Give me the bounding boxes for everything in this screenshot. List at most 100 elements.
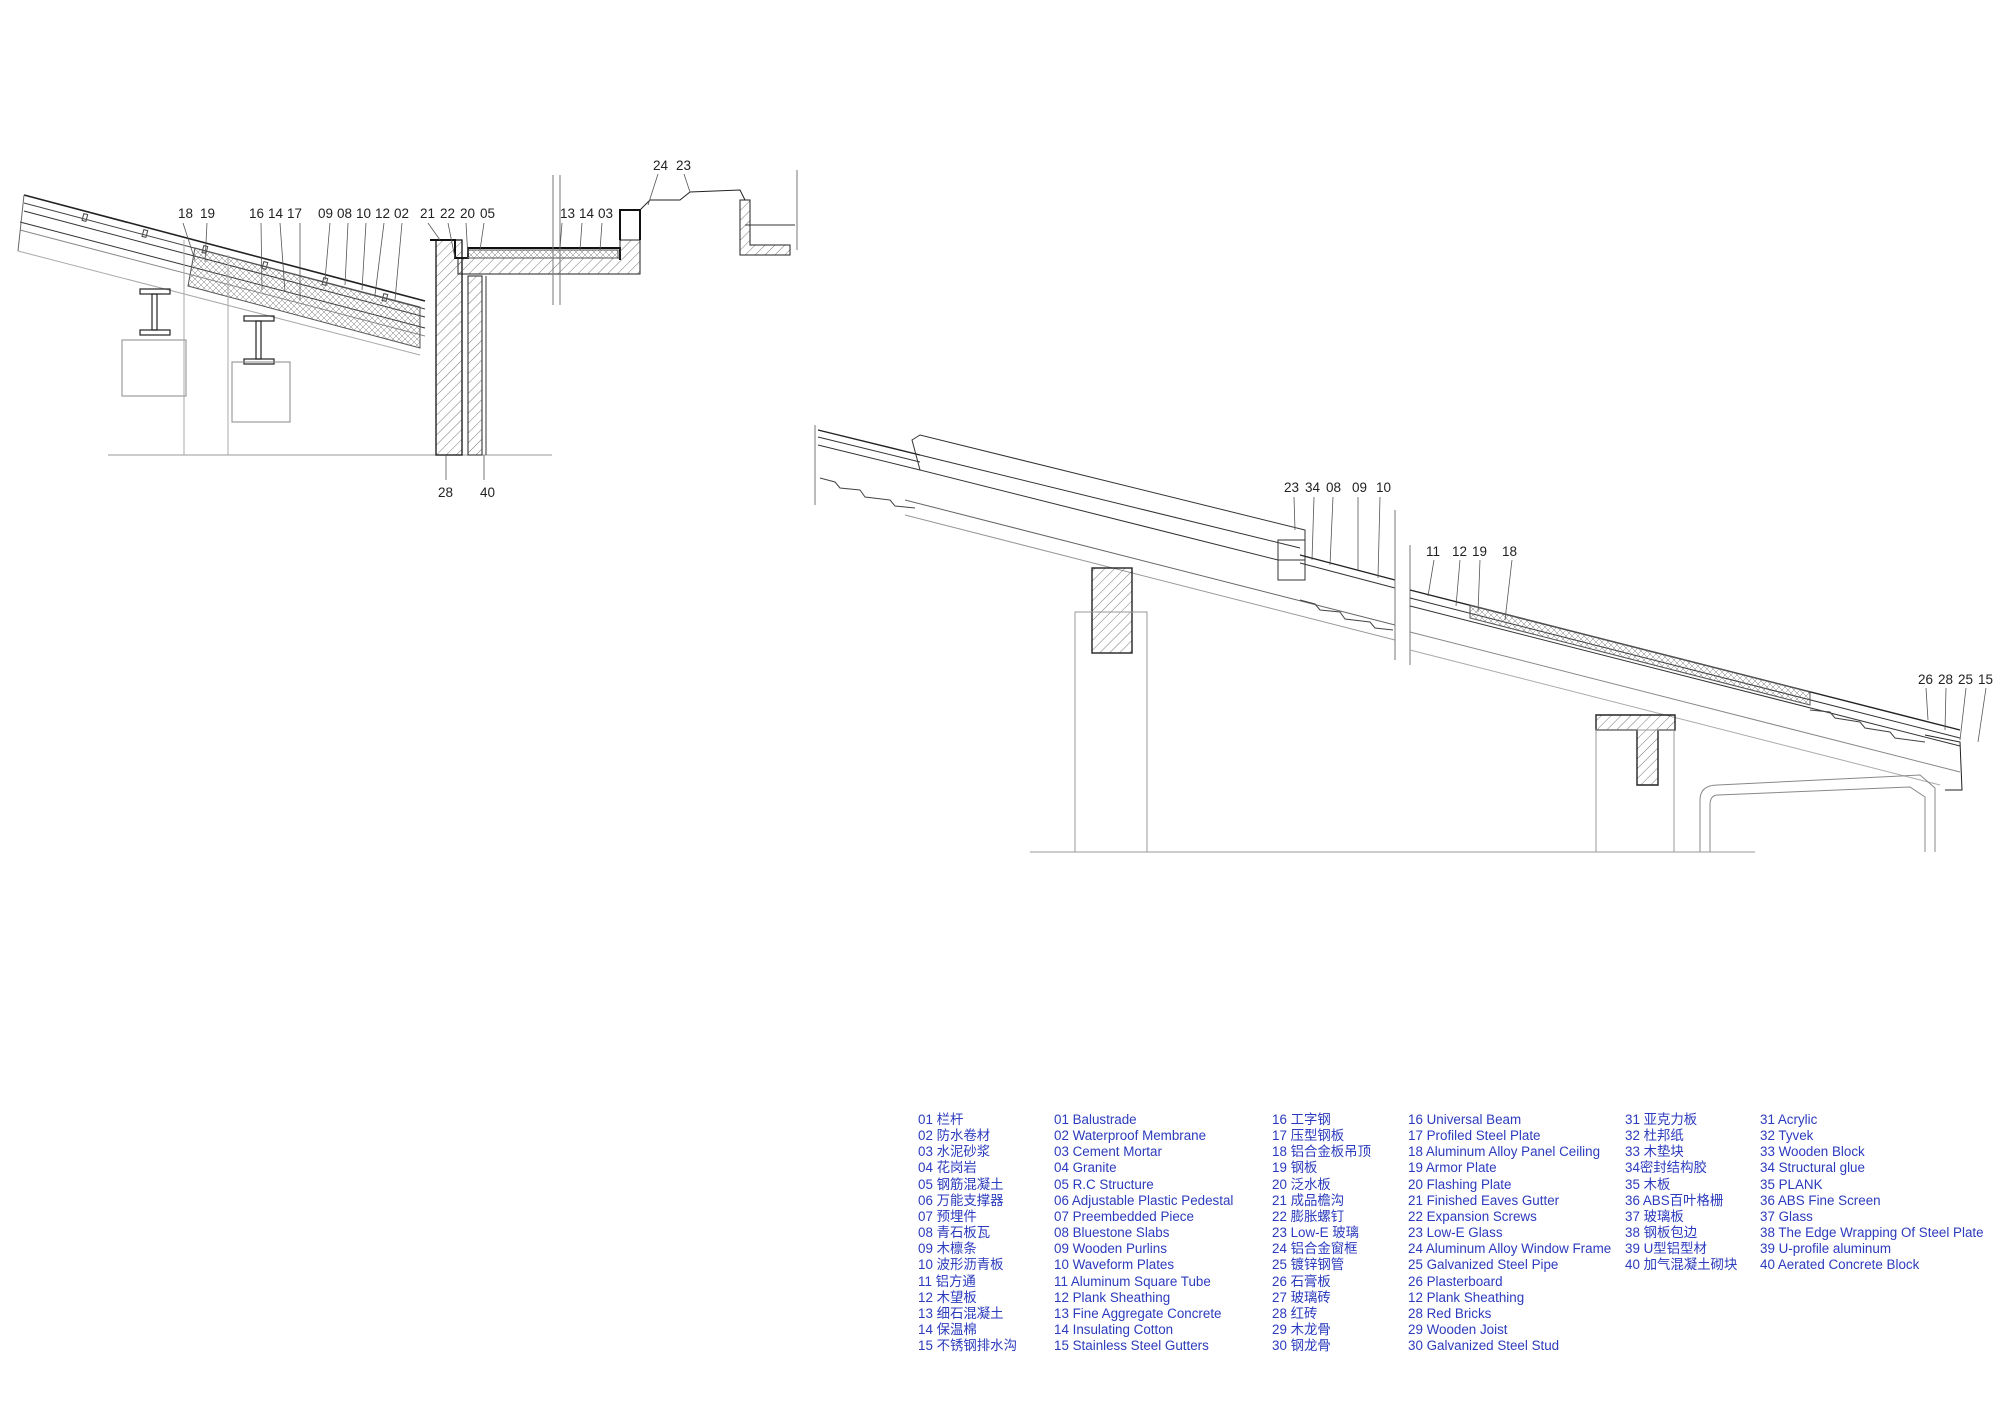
legend-item: 23 Low-E Glass [1408,1225,1503,1241]
legend-item: 08 青石板瓦 [918,1225,991,1241]
callout-label: 18 [1502,544,1517,559]
legend-item: 17 压型钢板 [1272,1128,1345,1144]
legend-item: 29 Wooden Joist [1408,1322,1508,1338]
legend-item: 38 钢板包边 [1625,1225,1698,1241]
legend-item: 13 细石混凝土 [918,1305,1004,1321]
legend-item: 26 Plasterboard [1408,1273,1503,1289]
callout-label: 19 [200,206,215,221]
legend-item: 19 Armor Plate [1408,1160,1497,1176]
callout-label: 28 [1938,672,1953,687]
legend-item: 04 花岗岩 [918,1160,977,1176]
legend-item: 33 木垫块 [1625,1144,1684,1160]
legend-column-cn-31-40: 31 亚克力板 32 杜邦纸 33 木垫块 34密封结构胶 35 木板 36 A… [1625,1112,1737,1274]
callout-label: 14 [268,206,284,221]
legend-item: 28 Red Bricks [1408,1305,1492,1321]
callout-label: 18 [178,206,193,221]
legend-item: 09 木檩条 [918,1241,977,1257]
legend-item: 19 钢板 [1272,1160,1318,1176]
callout-label: 28 [438,485,453,500]
legend-column-en-31-40: 31 Acrylic 32 Tyvek 33 Wooden Block 34 S… [1760,1112,1984,1274]
legend-item: 05 R.C Structure [1054,1176,1154,1192]
callout-label: 23 [676,158,691,173]
callout-label: 19 [1472,544,1487,559]
legend-item: 36 ABS百叶格栅 [1625,1192,1724,1208]
callout-label: 21 [420,206,435,221]
legend-item: 23 Low-E 玻璃 [1272,1225,1360,1241]
legend-item: 01 Balustrade [1054,1112,1137,1127]
legend-item: 39 U-profile aluminum [1760,1241,1891,1257]
legend-item: 02 Waterproof Membrane [1054,1128,1207,1144]
callout-label: 08 [337,206,352,221]
legend-column-cn-16-30: 16 工字钢 17 压型钢板 18 铝合金板吊顶 19 钢板 20 泛水板 21… [1272,1112,1371,1354]
legend-item: 35 木板 [1625,1176,1671,1192]
legend-item: 16 Universal Beam [1408,1112,1522,1127]
callout-label: 12 [375,206,390,221]
legend-item: 18 Aluminum Alloy Panel Ceiling [1408,1144,1601,1160]
callout-label: 16 [249,206,264,221]
legend-item: 01 栏杆 [918,1112,964,1127]
legend-item: 09 Wooden Purlins [1054,1241,1167,1257]
legend-item: 34 Structural glue [1760,1160,1865,1176]
legend-item: 40 加气混凝土砌块 [1625,1257,1738,1273]
legend-item: 37 Glass [1760,1208,1813,1224]
callout-label: 17 [287,206,302,221]
callout-label: 13 [560,206,575,221]
legend-item: 31 Acrylic [1760,1112,1818,1127]
callout-label: 24 [653,158,669,173]
callout-label: 11 [1426,544,1440,559]
legend-item: 33 Wooden Block [1760,1144,1865,1160]
callout-label: 10 [1376,480,1391,495]
legend-item: 03 Cement Mortar [1054,1144,1162,1160]
legend-item: 30 钢龙骨 [1272,1338,1331,1354]
callout-label: 26 [1918,672,1933,687]
legend-item: 40 Aerated Concrete Block [1760,1257,1920,1273]
callout-label: 40 [480,485,495,500]
callout-label: 15 [1978,672,1993,687]
legend-item: 15 Stainless Steel Gutters [1054,1338,1209,1354]
legend-column-cn-01-15: 01 栏杆 02 防水卷材 03 水泥砂浆 04 花岗岩 05 钢筋混凝土 06… [918,1112,1017,1354]
legend-item: 06 万能支撑器 [918,1192,1004,1208]
legend-item: 15 不锈钢排水沟 [918,1338,1017,1354]
legend-item: 20 泛水板 [1272,1176,1331,1192]
legend-item: 24 铝合金窗框 [1272,1241,1358,1257]
callout-label: 02 [394,206,409,221]
legend-column-en-16-30: 16 Universal Beam 17 Profiled Steel Plat… [1408,1112,1611,1354]
legend-item: 30 Galvanized Steel Stud [1408,1338,1560,1354]
legend-item: 03 水泥砂浆 [918,1144,991,1160]
legend-item: 13 Fine Aggregate Concrete [1054,1305,1222,1321]
legend-item: 37 玻璃板 [1625,1208,1684,1224]
callout-label: 20 [460,206,475,221]
legend-column-en-01-15: 01 Balustrade 02 Waterproof Membrane 03 … [1054,1112,1233,1354]
legend-item: 24 Aluminum Alloy Window Frame [1408,1241,1612,1257]
legend-item: 11 铝方通 [918,1273,976,1289]
legend-item: 21 成品檐沟 [1272,1192,1345,1208]
legend-item: 06 Adjustable Plastic Pedestal [1054,1192,1234,1208]
legend-item: 05 钢筋混凝土 [918,1176,1004,1192]
legend-item: 25 镀锌钢管 [1272,1257,1345,1273]
legend-item: 14 Insulating Cotton [1054,1322,1174,1338]
legend-item: 22 Expansion Screws [1408,1208,1537,1224]
legend-item: 08 Bluestone Slabs [1054,1225,1170,1241]
legend-item: 26 石膏板 [1272,1273,1331,1289]
legend-item: 35 PLANK [1760,1176,1823,1192]
legend-item: 29 木龙骨 [1272,1322,1331,1338]
legend-item: 31 亚克力板 [1625,1112,1698,1127]
callout-label: 22 [440,206,455,221]
legend-item: 14 保温棉 [918,1322,977,1338]
callout-label: 34 [1305,480,1321,495]
legend-item: 12 木望板 [918,1289,977,1305]
callout-label: 10 [356,206,371,221]
right-section-detail [814,425,1987,853]
callout-label: 08 [1326,480,1341,495]
callout-label: 09 [1352,480,1367,495]
legend-item: 10 波形沥青板 [918,1257,1004,1273]
legend-item: 25 Galvanized Steel Pipe [1408,1257,1559,1273]
legend-item: 32 Tyvek [1760,1128,1814,1144]
left-callout-labels: 18 19 16 14 17 09 08 10 12 02 21 22 20 0… [178,158,691,500]
callout-label: 09 [318,206,333,221]
legend-item: 12 Plank Sheathing [1408,1289,1525,1305]
right-callout-labels: 23 34 08 09 10 11 12 19 18 26 28 25 15 [1284,480,1993,687]
legend-item: 11 Aluminum Square Tube [1054,1273,1211,1289]
legend-item: 22 膨胀螺钉 [1272,1208,1345,1224]
